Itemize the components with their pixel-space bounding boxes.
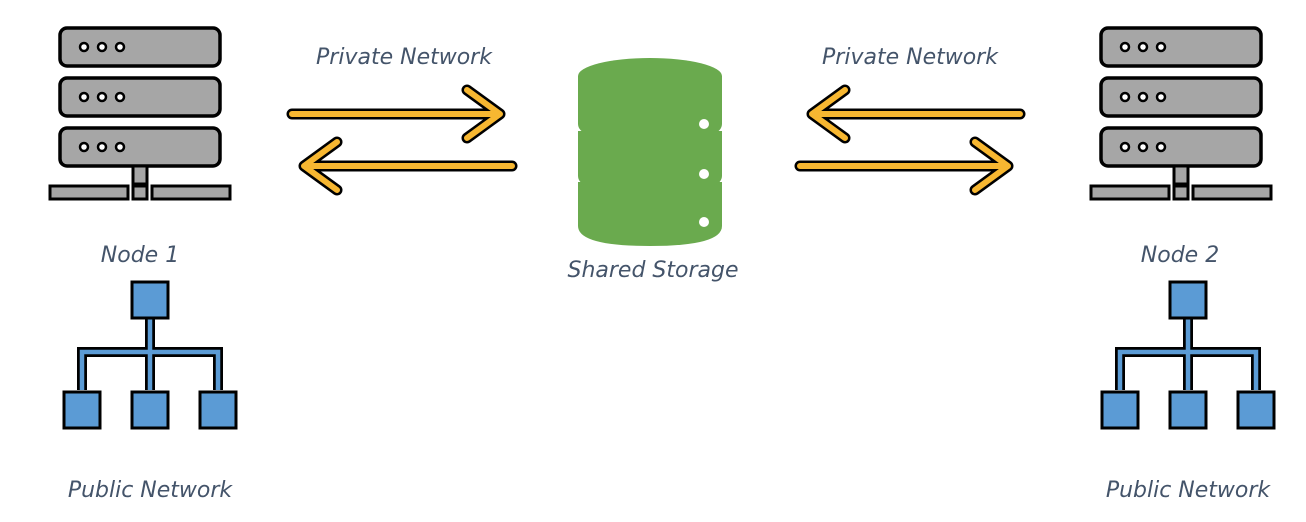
node2-public-network-label: Public Network [1106, 478, 1272, 503]
node2-server-icon [1089, 26, 1273, 201]
private-network-right-label: Private Network [822, 45, 999, 70]
arrow-left-icon [812, 90, 1020, 138]
node2-label: Node 2 [1141, 243, 1219, 268]
node1-label: Node 1 [101, 243, 179, 268]
arrow-left-icon [304, 142, 512, 190]
arrow-right-icon [800, 142, 1008, 190]
node1-public-network-label: Public Network [68, 478, 234, 503]
private-network-left-label: Private Network [316, 45, 493, 70]
node2-public-network-icon [1102, 282, 1274, 428]
arrow-right-icon [292, 90, 500, 138]
node1-server-icon [48, 26, 232, 201]
shared-storage-icon [578, 58, 722, 246]
shared-storage-label: Shared Storage [567, 258, 738, 283]
node1-public-network-icon [64, 282, 236, 428]
